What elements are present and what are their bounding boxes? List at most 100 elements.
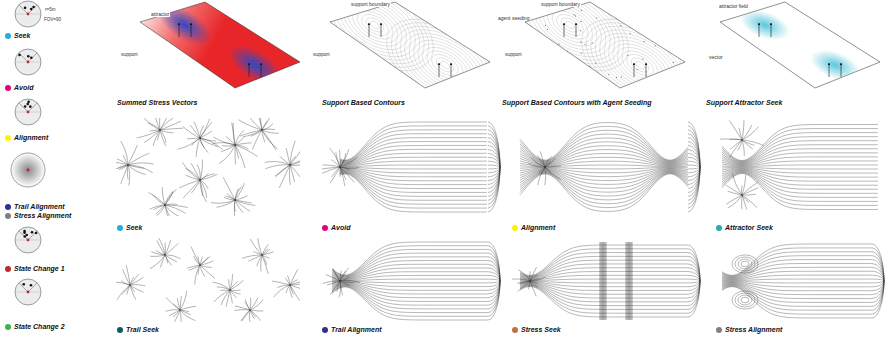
neighbour-dot <box>18 54 21 57</box>
legend-entry: Avoid <box>5 84 33 91</box>
legend-entry: Alignment <box>5 134 48 141</box>
neighbour-dot <box>30 8 33 11</box>
legend-swatch <box>5 204 11 210</box>
neighbour-dot <box>31 231 34 234</box>
legend-entry: Stress Seek <box>512 326 561 333</box>
legend-text: Alignment <box>521 224 555 231</box>
fov-line <box>15 112 41 113</box>
site-plate <box>301 0 519 130</box>
legend-swatch <box>716 225 722 231</box>
legend-swatch <box>5 85 11 91</box>
neighbour-dot <box>27 101 30 104</box>
agent-dot <box>27 13 30 16</box>
neighbour-dot <box>24 105 27 108</box>
legend-entry: Seek <box>5 32 30 39</box>
fov-line <box>19 231 28 240</box>
legend-swatch <box>5 213 11 219</box>
fov-line <box>15 240 41 241</box>
sensor-circle <box>15 49 41 75</box>
legend-text: Avoid <box>331 224 350 231</box>
fov-line <box>28 5 37 14</box>
annotation-label: attractor <box>150 12 170 17</box>
annotation-label: agent seeding <box>497 16 530 21</box>
legend-entry: State Change 1 <box>5 265 65 272</box>
sensor-circle <box>15 1 41 27</box>
legend-swatch <box>512 327 518 333</box>
annotation-label: support <box>504 52 523 57</box>
sensor-circle <box>15 279 41 305</box>
legend-text: Alignment <box>14 134 48 141</box>
legend-text: Trail Alignment <box>14 203 65 210</box>
panel-title: Support Based Contours with Agent Seedin… <box>502 99 651 106</box>
legend-text: State Change 1 <box>14 265 65 272</box>
legend-text: Trail Alignment <box>331 326 382 333</box>
dimension-label: FOV=90 <box>43 18 62 23</box>
legend-text: Stress Alignment <box>725 326 782 333</box>
legend-entry: Stress Alignment <box>5 212 71 219</box>
sensor-circle <box>15 227 41 253</box>
panel-title: Support Based Contours <box>322 99 405 106</box>
neighbour-dot <box>30 56 33 59</box>
annotation-label: attractor field <box>718 4 749 9</box>
fov-line <box>19 5 28 14</box>
streamline-panel <box>116 118 300 216</box>
neighbour-dot <box>32 6 35 9</box>
fov-line <box>28 283 37 292</box>
legend-text: Avoid <box>14 84 33 91</box>
legend-swatch <box>117 327 123 333</box>
legend-swatch <box>5 135 11 141</box>
fov-line <box>28 231 37 240</box>
legend-swatch <box>117 225 123 231</box>
annotation-label: support boundary <box>350 2 391 7</box>
legend-entry: Alignment <box>512 224 555 231</box>
fov-line <box>19 283 28 292</box>
legend-entry: Attractor Seek <box>716 224 773 231</box>
streamline-panel <box>720 120 878 210</box>
legend-swatch <box>716 327 722 333</box>
neighbour-dot <box>35 232 38 235</box>
agent-icons <box>11 1 45 305</box>
fov-line <box>15 14 41 15</box>
legend-text: Seek <box>14 32 30 39</box>
legend-text: State Change 2 <box>14 323 65 330</box>
fov-line <box>15 292 41 293</box>
agent-dot <box>27 169 30 172</box>
sensor-circle <box>11 153 45 187</box>
legend-entry: Stress Alignment <box>716 326 782 333</box>
streamline-panel <box>323 242 500 320</box>
neighbour-dot <box>30 284 33 287</box>
annotation-label: support boundary <box>540 2 581 7</box>
fov-line <box>19 53 28 62</box>
annotation-label: support <box>312 52 331 57</box>
agent-dot <box>27 61 30 64</box>
agent-dot <box>27 291 30 294</box>
legend-swatch <box>5 33 11 39</box>
agent-dot <box>27 239 30 242</box>
legend-entry: Trail Alignment <box>322 326 382 333</box>
streamline-panel <box>512 242 700 320</box>
annotation-label: support <box>120 52 139 57</box>
neighbour-dot <box>23 235 26 238</box>
legend-swatch <box>322 327 328 333</box>
legend-swatch <box>5 324 11 330</box>
site-plate <box>496 0 714 130</box>
neighbour-dot <box>24 7 27 10</box>
legend-entry: State Change 2 <box>5 323 65 330</box>
legend-entry: Avoid <box>322 224 350 231</box>
panel-title: Summed Stress Vectors <box>117 99 197 106</box>
dimension-label: r=5m <box>44 8 56 13</box>
panel-title: Support Attractor Seek <box>706 99 782 106</box>
legend-text: Trail Seek <box>126 326 159 333</box>
annotation-label: vector <box>708 55 724 60</box>
legend-text: Seek <box>126 224 142 231</box>
agent-dot <box>27 111 30 114</box>
neighbour-dot <box>27 55 30 58</box>
streamline-panel <box>116 238 300 322</box>
legend-text: Attractor Seek <box>725 224 773 231</box>
fov-line <box>28 103 37 112</box>
legend-entry: Seek <box>117 224 142 231</box>
site-plate <box>140 0 300 93</box>
legend-text: Stress Seek <box>521 326 561 333</box>
fov-line <box>15 62 41 63</box>
